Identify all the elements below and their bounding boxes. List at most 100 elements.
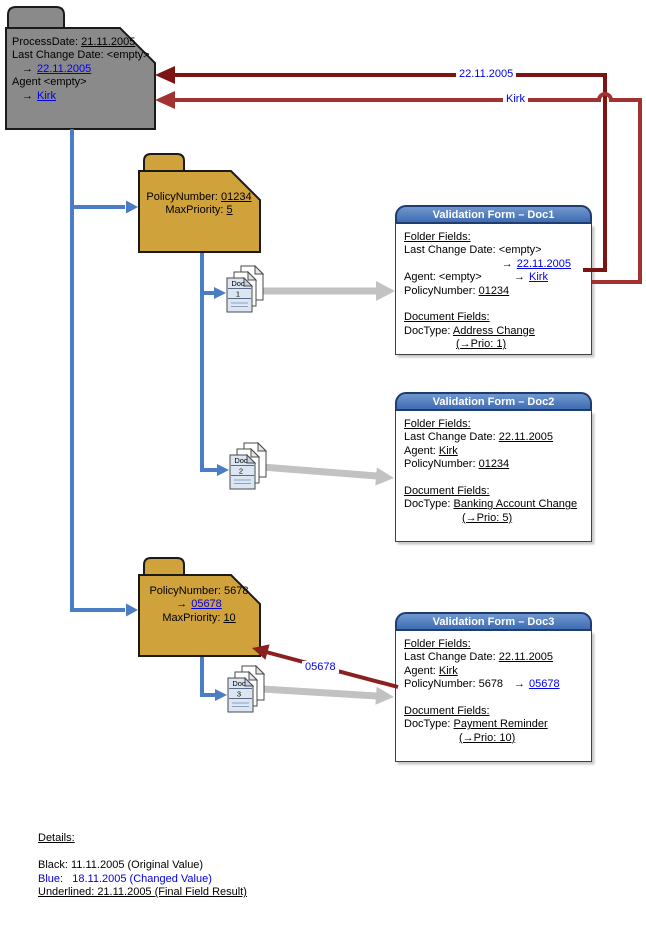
validation-form-doc1: Validation Form – Doc1 Folder Fields: La… <box>395 205 592 355</box>
max-priority-label: MaxPriority: <box>162 611 224 624</box>
doc1-to-form-arrowhead <box>376 281 395 301</box>
last-change-new-value: 22.11.2005 <box>516 257 571 270</box>
validation-form-doc3-header: Validation Form – Doc3 <box>395 612 592 631</box>
change-arrow-glyph: → <box>514 271 525 284</box>
policy-number-value: 01234 <box>478 458 510 471</box>
agent-line: Agent: Kirk <box>404 444 458 457</box>
doc-icon-label: Doc <box>234 456 248 465</box>
last-change-new-line: →22.11.2005 <box>404 258 583 271</box>
doctype-value: Banking Account Change <box>453 498 578 511</box>
last-change-value: 22.11.2005 <box>498 651 554 664</box>
document-fields-heading: Document Fields: <box>404 311 490 324</box>
change-arrow-glyph: → <box>22 62 33 75</box>
max-priority-value: 10 <box>223 611 236 624</box>
change-arrow-glyph: → <box>501 257 513 270</box>
validation-form-doc3-body: Folder Fields: Last Change Date: 22.11.2… <box>395 631 592 762</box>
tree-line-root-main <box>70 129 125 612</box>
last-change-line: Last Change Date: <empty> <box>404 244 542 257</box>
policy-number-line: PolicyNumber: 5678→05678 <box>404 678 560 691</box>
doc3-to-form-arrow-line <box>261 685 378 700</box>
doc-icon-number: 3 <box>237 690 241 699</box>
last-change-value: 22.11.2005 <box>498 431 554 444</box>
process-date-label: ProcessDate: <box>12 36 82 48</box>
max-priority-label: MaxPriority: <box>165 204 227 217</box>
folder-fields-heading: Folder Fields: <box>404 231 471 243</box>
prio-line: (→Prio: 10) <box>459 731 516 744</box>
feedback-arrowhead-agent <box>155 91 175 109</box>
validation-form-doc2: Validation Form – Doc2 Folder Fields: La… <box>395 392 592 542</box>
policy-number-new-line: →05678 <box>140 598 258 611</box>
legend-black-line: Black: 11.11.2005 (Original Value) <box>38 859 204 872</box>
policy-number-label: PolicyNumber: <box>146 191 221 203</box>
policy-number-line: PolicyNumber: 01234 <box>404 458 510 471</box>
agent-value: Kirk <box>438 664 458 677</box>
doc-icon-number: 2 <box>239 467 243 476</box>
validation-form-doc2-title: Validation Form – Doc2 <box>432 396 555 408</box>
doc-icon-label: Doc <box>232 679 246 688</box>
root-folder-icon <box>5 6 156 130</box>
validation-form-doc3: Validation Form – Doc3 Folder Fields: La… <box>395 612 592 762</box>
policy-number-line: PolicyNumber: 5678 <box>149 585 249 597</box>
document-fields-heading: Document Fields: <box>404 704 490 717</box>
last-change-new-line: → 22.11.2005 <box>12 63 154 76</box>
change-arrow-glyph: → <box>176 598 188 611</box>
policy-number-value: 01234 <box>478 284 510 297</box>
process-date-value: 21.11.2005 <box>81 36 136 48</box>
policy-number-line: PolicyNumber: 01234 <box>140 191 258 204</box>
legend-blue-line: Blue: 18.11.2005 (Changed Value) <box>38 872 212 885</box>
agent-new-value: Kirk <box>37 89 56 102</box>
tree-arrowhead-doc3 <box>215 689 227 701</box>
document-stack-icon-2: Doc 2 <box>229 442 268 490</box>
policy-folder-2-icon <box>138 557 261 657</box>
validation-form-doc1-header: Validation Form – Doc1 <box>395 205 592 224</box>
feedback-arrowhead-date <box>155 66 175 84</box>
max-priority-line: MaxPriority: 5 <box>140 204 258 217</box>
agent-value: Kirk <box>438 444 458 457</box>
folder-fields-heading: Folder Fields: <box>404 418 471 430</box>
tree-arrowhead-doc2 <box>217 464 229 476</box>
process-date-line: ProcessDate: 21.11.2005 <box>12 36 154 49</box>
validation-form-doc3-title: Validation Form – Doc3 <box>432 616 555 628</box>
folder-fields-heading: Folder Fields: <box>404 638 471 650</box>
prio-line: (→Prio: 1) <box>456 338 507 351</box>
legend-underlined-line: Underlined: 21.11.2005 (Final Field Resu… <box>38 886 247 899</box>
validation-form-doc2-body: Folder Fields: Last Change Date: 22.11.2… <box>395 411 592 542</box>
changed-date-label: 22.11.2005 <box>456 68 517 80</box>
root-folder-text: ProcessDate: 21.11.2005 Last Change Date… <box>12 36 154 103</box>
document-stack-icon-3: Doc 3 <box>227 665 266 713</box>
tree-line-folder2-doc3 <box>200 657 215 697</box>
agent-line: Agent: <empty>→Kirk <box>404 271 548 284</box>
agent-line: Agent <empty> <box>12 76 87 89</box>
policy-number-line: PolicyNumber: 01234 <box>404 284 510 297</box>
document-stack-icon-1: Doc 1 <box>226 265 265 313</box>
doc3-to-form-arrowhead <box>375 686 394 705</box>
last-change-line: Last Change Date: 22.11.2005 <box>404 651 554 664</box>
last-change-new-value: 22.11.2005 <box>37 62 92 75</box>
legend-heading: Details: <box>38 832 75 844</box>
policy-number-new-value: 05678 <box>529 678 560 691</box>
validation-form-doc1-body: Folder Fields: Last Change Date: <empty>… <box>395 224 592 355</box>
validation-form-doc2-header: Validation Form – Doc2 <box>395 392 592 411</box>
doc2-to-form-arrowhead <box>375 467 394 486</box>
policy-number-new-value: 05678 <box>191 598 222 611</box>
doc-icon-number: 1 <box>236 290 240 299</box>
doctype-value: Payment Reminder <box>453 718 548 731</box>
last-change-line: Last Change Date: <empty> <box>12 49 150 62</box>
max-priority-line: MaxPriority: 10 <box>140 612 258 625</box>
policy-number-value: 01234 <box>220 191 252 203</box>
doctype-value: Address Change <box>452 324 535 337</box>
changed-agent-label: Kirk <box>503 93 528 105</box>
max-priority-value: 5 <box>226 204 233 217</box>
doc2-to-form-arrow-line <box>261 463 378 480</box>
legend: Details: Black: 11.11.2005 (Original Val… <box>38 832 247 900</box>
document-fields-heading: Document Fields: <box>404 484 490 497</box>
tree-arrowhead-doc1 <box>214 287 226 299</box>
agent-new-line: →Kirk <box>12 90 154 103</box>
doctype-line: DocType: Banking Account Change <box>404 498 578 511</box>
agent-line: Agent: Kirk <box>404 664 458 677</box>
policy-folder-2-text: PolicyNumber: 5678 →05678 MaxPriority: 1… <box>140 585 258 625</box>
agent-new-value: Kirk <box>529 271 548 284</box>
validation-form-doc1-title: Validation Form – Doc1 <box>432 209 555 221</box>
change-arrow-glyph: → <box>514 678 525 691</box>
